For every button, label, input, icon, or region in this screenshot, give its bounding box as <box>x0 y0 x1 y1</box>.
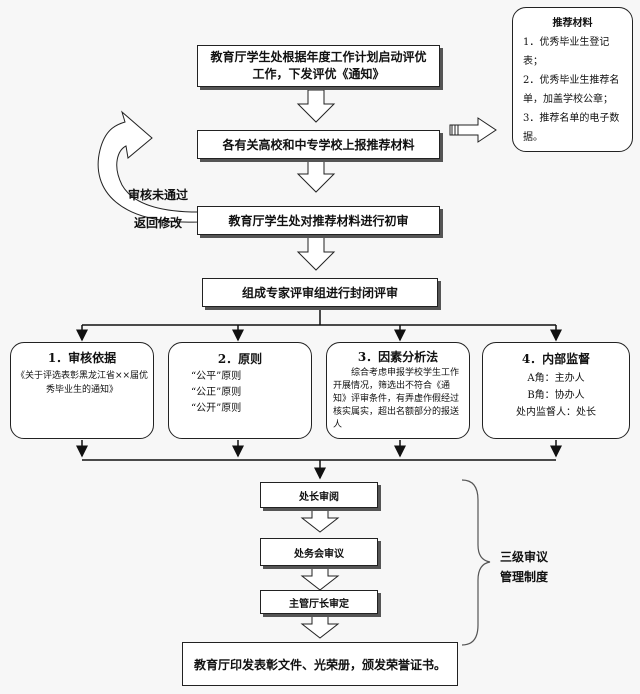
step-initial-review: 教育厅学生处对推荐材料进行初审 <box>197 206 440 235</box>
materials-panel: 推荐材料 1．优秀毕业生登记表； 2．优秀毕业生推荐名单，加盖学校公章； 3．推… <box>512 7 633 152</box>
step-final-commendation: 教育厅印发表彰文件、光荣册，颁发荣誉证书。 <box>182 642 458 686</box>
materials-title: 推荐材料 <box>552 18 593 29</box>
review-director: 处长审阅 <box>260 482 378 508</box>
panel-internal-supervision-title: 4．内部监督 <box>521 352 591 366</box>
panel-principles: 2．原则 “公平”原则 “公正”原则 “公开”原则 <box>168 342 312 439</box>
right-arrow-to-materials <box>449 117 497 143</box>
review-system-label-line1: 三级审议 <box>500 550 549 564</box>
return-label-fail: 审核未通过 <box>128 188 189 202</box>
return-curve-arrow <box>97 110 199 223</box>
materials-item: 1．优秀毕业生登记表； <box>523 37 610 67</box>
step-expert-review: 组成专家评审组进行封闭评审 <box>202 278 438 307</box>
branch-lines <box>76 307 562 480</box>
down-arrow-4 <box>300 507 340 533</box>
return-label-revise: 返回修改 <box>134 216 183 230</box>
panel-factor-analysis-title: 3．因素分析法 <box>357 350 439 364</box>
step-submit-materials-text: 各有关高校和中专学校上报推荐材料 <box>222 138 415 152</box>
materials-item: 2．优秀毕业生推荐名单，加盖学校公章； <box>523 75 620 105</box>
panel-principles-line: “公正”原则 <box>191 387 242 398</box>
review-system-label-line2: 管理制度 <box>500 570 549 584</box>
hollow-down-arrows <box>296 89 340 639</box>
panel-principles-line: “公平”原则 <box>191 371 242 382</box>
panel-basis-title: 1．审核依据 <box>47 351 117 365</box>
review-vice-director-text: 主管厅长审定 <box>289 598 349 610</box>
step-launch-notice: 教育厅学生处根据年度工作计划启动评优工作，下发评优《通知》 <box>197 45 440 87</box>
panel-principles-title: 2．原则 <box>217 352 263 366</box>
down-arrow-1 <box>296 89 336 123</box>
review-vice-director: 主管厅长审定 <box>260 590 378 614</box>
review-office-meeting-text: 处务会审议 <box>294 548 344 560</box>
down-arrow-3 <box>296 235 336 271</box>
down-arrow-5 <box>300 565 340 591</box>
step-initial-review-text: 教育厅学生处对推荐材料进行初审 <box>228 214 409 228</box>
panel-internal-supervision-line: 处内监督人：处长 <box>516 407 596 418</box>
panel-factor-analysis-line: 综合考虑申报学校学生工作开展情况，筛选出不符合《通知》评审条件，有弄虚作假经过核… <box>333 368 460 430</box>
step-submit-materials: 各有关高校和中专学校上报推荐材料 <box>197 130 440 159</box>
review-director-text: 处长审阅 <box>299 491 339 503</box>
step-launch-notice-text: 教育厅学生处根据年度工作计划启动评优工作，下发评优《通知》 <box>210 50 427 81</box>
panel-internal-supervision-line: B角：协办人 <box>527 390 585 401</box>
step-final-commendation-text: 教育厅印发表彰文件、光荣册，颁发荣誉证书。 <box>193 657 446 672</box>
panel-internal-supervision: 4．内部监督 A角：主办人 B角：协办人 处内监督人：处长 <box>482 342 630 439</box>
panel-basis-line: 《关于评选表彰黑龙江省××届优秀毕业生的通知》 <box>15 371 149 395</box>
materials-item: 3．推荐名单的电子数据。 <box>523 113 620 143</box>
panel-principles-line: “公开”原则 <box>191 403 242 414</box>
review-office-meeting: 处务会审议 <box>260 538 378 566</box>
curly-brace <box>461 479 491 646</box>
panel-internal-supervision-line: A角：主办人 <box>527 373 585 384</box>
down-arrow-6 <box>300 613 340 639</box>
step-expert-review-text: 组成专家评审组进行封闭评审 <box>241 286 398 300</box>
down-arrow-2 <box>296 159 336 193</box>
panel-basis: 1．审核依据 《关于评选表彰黑龙江省××届优秀毕业生的通知》 <box>10 342 154 439</box>
panel-factor-analysis: 3．因素分析法 综合考虑申报学校学生工作开展情况，筛选出不符合《通知》评审条件，… <box>326 342 470 439</box>
